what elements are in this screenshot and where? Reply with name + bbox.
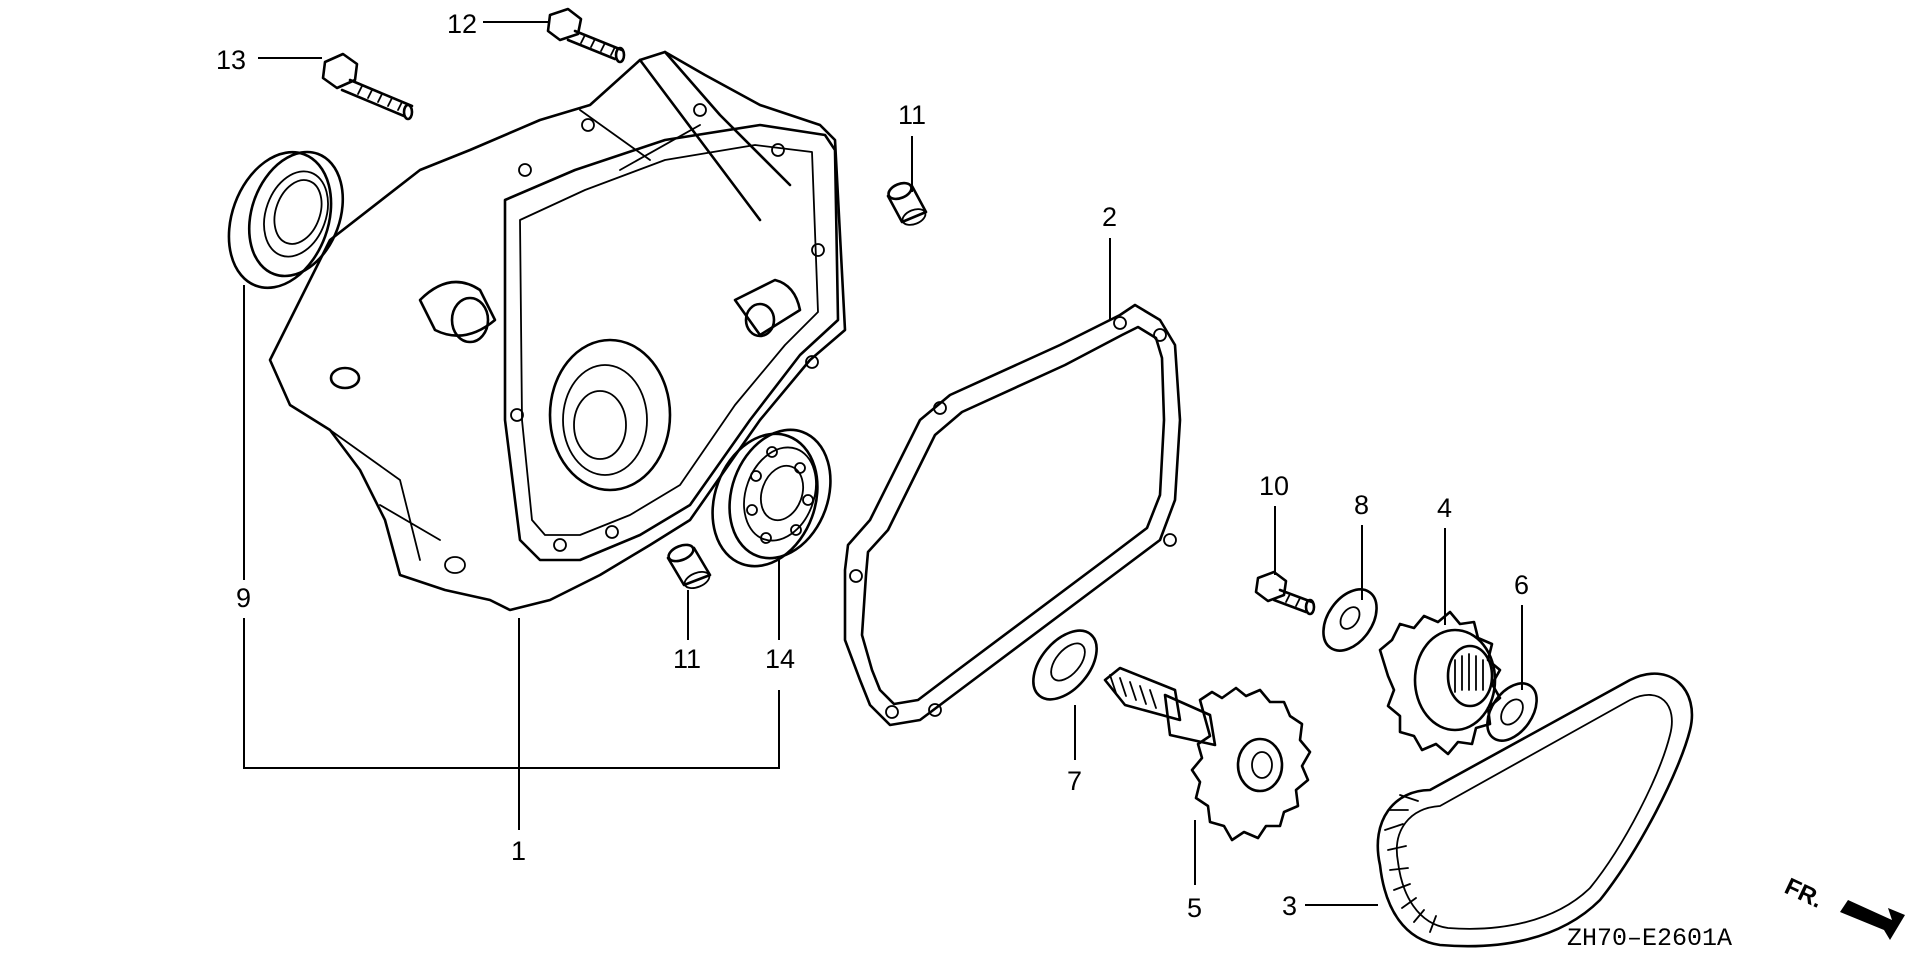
bolt-12-part	[546, 7, 626, 64]
front-direction-arrow-icon	[1840, 900, 1905, 940]
bolt-13-part	[321, 52, 414, 121]
callout-6: 6	[1514, 570, 1529, 600]
dowel-pin-upper-part	[886, 181, 928, 226]
callout-2: 2	[1102, 202, 1117, 232]
dowel-pin-lower-part	[666, 543, 712, 590]
callout-11-upper: 11	[898, 100, 926, 130]
callout-11-lower: 11	[673, 644, 701, 674]
washer-8-part	[1322, 588, 1378, 652]
case-cover-part	[268, 50, 847, 612]
callout-7: 7	[1067, 766, 1082, 796]
drive-chain-3-part	[1376, 672, 1694, 948]
callout-4: 4	[1437, 493, 1452, 523]
callout-3: 3	[1282, 891, 1297, 921]
washer-6-part	[1486, 682, 1538, 742]
leader-lines	[243, 21, 1523, 906]
diagram-code: ZH70–E2601A	[1567, 924, 1732, 953]
callout-13: 13	[216, 45, 246, 75]
callout-8: 8	[1354, 490, 1369, 520]
front-marker-label: FR.	[1780, 873, 1826, 914]
callout-5: 5	[1187, 893, 1202, 923]
callout-1: 1	[511, 836, 526, 866]
bolt-10-part	[1254, 570, 1316, 616]
ball-bearing-14-part	[711, 428, 832, 568]
callout-9: 9	[236, 583, 251, 613]
oil-seal-9-part	[227, 150, 345, 290]
callout-labels: 13 12 11 2 9 11 14 1 7 5 3 10 8 4 6	[216, 9, 1529, 923]
gasket-2-part	[843, 303, 1182, 727]
driven-sprocket-4-part	[1378, 610, 1502, 756]
callout-12: 12	[447, 9, 477, 39]
callout-14: 14	[765, 644, 795, 674]
callout-10: 10	[1259, 471, 1289, 501]
drive-sprocket-5-part	[1103, 666, 1312, 842]
washer-7-part	[1032, 629, 1098, 701]
